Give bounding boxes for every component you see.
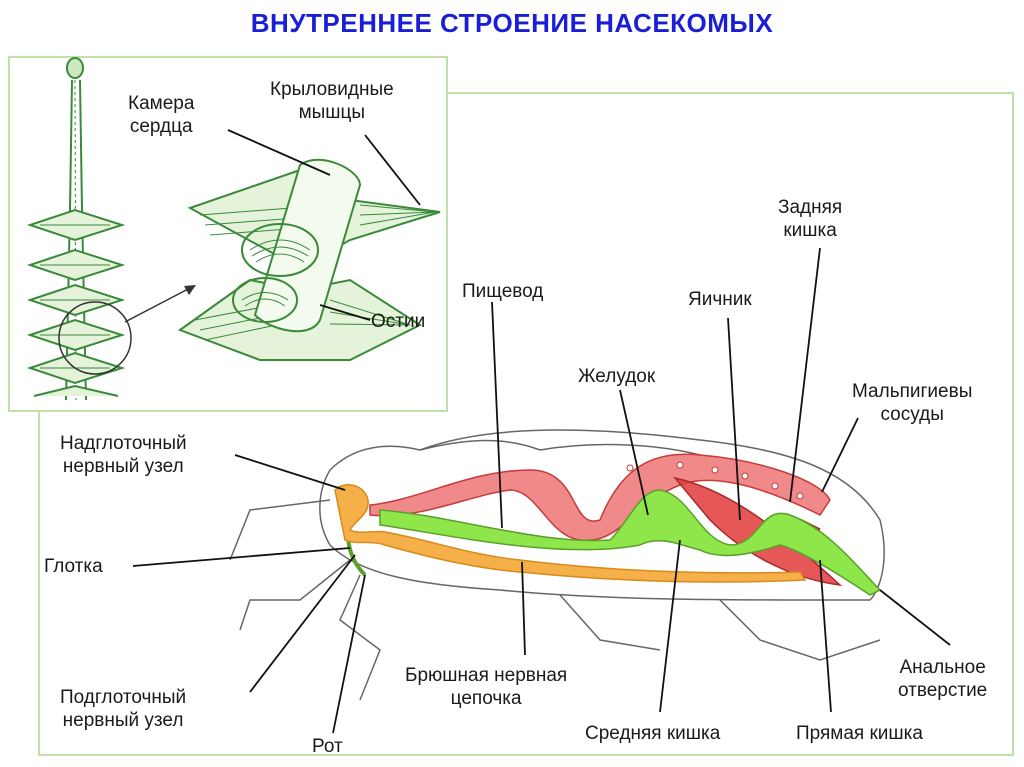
label-heart-chamber-line1: Камера [128,93,195,114]
zoom-arrow [124,285,196,323]
label-wing-muscles-line2: мышцы [298,102,366,123]
label-ventral-cord-line2: цепочка [450,688,522,709]
dorsal-vessel-illustration [26,57,132,401]
label-esophagus: Пищевод [462,281,544,302]
label-subesophageal-line1: Подглоточный [60,687,187,708]
label-ventral-nerve-cord: Брюшная нервная цепочка [405,664,567,710]
label-hindgut: Задняя кишка [778,196,842,242]
label-ventral-cord-line1: Брюшная нервная [405,665,568,686]
label-midgut: Средняя кишка [585,723,721,744]
label-malpighian-line1: Мальпигиевы [852,381,973,402]
label-subesophageal-ganglion: Подглоточный нервный узел [60,686,186,732]
label-supraesophageal-line2: нервный узел [62,456,184,477]
label-malpighian-line2: сосуды [880,404,944,425]
label-anus-line1: Анальное [899,657,986,678]
main-diagram-frame [38,92,1014,756]
label-anus: Анальное отверстие [898,656,987,702]
nerve-orange [334,484,807,583]
label-subesophageal-line2: нервный узел [62,710,184,731]
pointer-lines [132,129,951,734]
label-supraesophageal-ganglion: Надглоточный нервный узел [60,432,187,478]
label-pharynx: Глотка [44,556,103,577]
page-title: ВНУТРЕННЕЕ СТРОЕНИЕ НАСЕКОМЫХ [250,8,774,38]
label-rectum: Прямая кишка [796,723,923,744]
label-heart-chamber: Камера сердца [128,92,194,138]
label-heart-chamber-line2: сердца [129,116,193,137]
label-malpighian: Мальпигиевы сосуды [852,380,972,426]
label-ostia: Остии [371,311,426,332]
label-hindgut-line2: кишка [783,220,837,241]
label-supraesophageal-line1: Надглоточный [60,433,187,454]
heart-chamber-zoom [177,158,441,361]
label-ovary: Яичник [688,289,752,310]
label-wing-muscles-line1: Крыловидные [270,79,394,100]
label-anus-line2: отверстие [898,680,988,701]
insect-body-outline [229,429,885,701]
label-hindgut-line1: Задняя [778,197,843,218]
label-mouth: Рот [312,736,343,757]
label-wing-muscles: Крыловидные мышцы [270,78,394,124]
label-stomach: Желудок [578,366,656,387]
